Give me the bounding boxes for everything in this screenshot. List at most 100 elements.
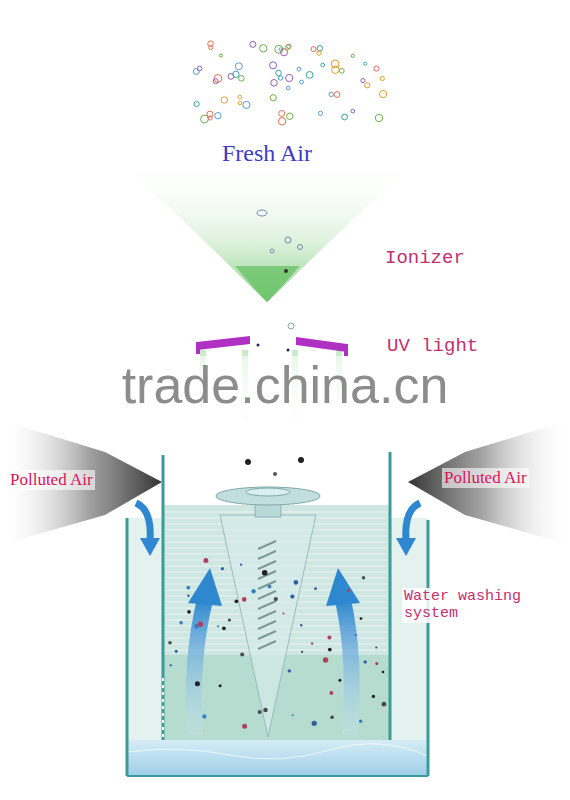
uv-light-part: [296, 337, 347, 352]
air-bubble: [238, 101, 242, 105]
particle: [217, 625, 219, 627]
air-bubble: [271, 80, 278, 87]
air-flow-arrows-part: [136, 503, 150, 540]
water-tank-part: [162, 678, 164, 740]
ionizer-funnel-part: [257, 210, 267, 216]
air-bubble: [208, 116, 212, 120]
air-flow-arrows-part: [343, 600, 352, 735]
air-bubble: [213, 79, 218, 84]
air-bubble: [235, 63, 242, 70]
particle: [251, 589, 255, 593]
particle: [362, 576, 365, 579]
particle: [219, 684, 222, 687]
particle: [179, 621, 183, 625]
ionizer-funnel-part: [285, 237, 291, 243]
air-bubble: [380, 91, 387, 98]
air-bubble: [287, 113, 293, 119]
spiral-blade: [258, 631, 276, 639]
particle: [288, 669, 291, 672]
particle: [375, 662, 378, 665]
uv-light-part: [288, 323, 294, 329]
particle: [382, 702, 387, 707]
particle: [311, 642, 313, 644]
cyclone-cone-part: [220, 515, 316, 737]
air-bubble: [270, 62, 277, 69]
spiral-blade: [258, 581, 276, 589]
water-tank: [127, 452, 428, 776]
particle: [258, 710, 262, 714]
spiral-blade: [258, 561, 276, 569]
ionizer-funnel-part: [200, 236, 335, 302]
air-bubble: [351, 54, 354, 57]
air-bubble: [306, 72, 313, 79]
air-bubble: [243, 101, 250, 108]
polluted-air-label: Polluted Air: [442, 468, 529, 488]
watermark: trade.china.cn: [120, 356, 451, 416]
air-bubble: [239, 76, 245, 82]
water-tank-part: [127, 744, 428, 759]
particle: [314, 587, 317, 590]
air-flow-arrows-part: [188, 568, 222, 606]
particle: [312, 721, 317, 726]
uv-light-part: [287, 349, 290, 352]
particle: [187, 610, 191, 614]
particle: [273, 472, 277, 476]
air-bubble: [279, 111, 285, 117]
particle: [222, 626, 226, 630]
particle: [338, 679, 341, 682]
air-flow-arrows: [136, 503, 420, 735]
particle: [202, 714, 206, 718]
air-bubble: [317, 46, 322, 51]
air-bubble: [221, 97, 227, 103]
water-tank-part: [162, 455, 165, 740]
particle: [175, 650, 178, 653]
air-bubble: [334, 92, 340, 98]
uv-light-part: [344, 344, 348, 356]
air-bubble: [365, 83, 370, 88]
particle: [292, 714, 294, 716]
air-bubble: [375, 114, 382, 121]
air-bubble: [311, 47, 316, 52]
spiral-blade: [258, 541, 276, 549]
air-bubble: [361, 79, 365, 83]
air-bubble: [201, 115, 209, 123]
ionizer-funnel-part: [298, 245, 303, 250]
ionizer-funnel: [130, 170, 405, 302]
particle: [262, 570, 268, 576]
air-bubble: [364, 62, 367, 65]
polluted-air-label: Polluted Air: [8, 470, 95, 490]
air-bubble: [250, 41, 256, 47]
particle: [245, 459, 251, 465]
cyclone-cone: [216, 487, 320, 737]
air-bubble: [260, 45, 267, 52]
air-bubble: [339, 68, 344, 73]
particle: [268, 585, 272, 589]
spiral-blade: [258, 621, 276, 629]
particle: [240, 653, 244, 657]
water-tank-part: [427, 520, 430, 776]
particle: [186, 586, 190, 590]
spiral-blade: [258, 641, 276, 649]
ionizer-funnel-part: [270, 249, 274, 253]
cyclone-cone-part: [258, 541, 276, 649]
air-bubble: [233, 71, 239, 77]
air-flow-arrows-part: [326, 568, 360, 606]
ionizer-funnel-part: [130, 170, 405, 302]
air-bubble: [278, 118, 285, 125]
pollutant-particles: [168, 457, 386, 729]
spiral-blade: [258, 611, 276, 619]
spiral-blade: [258, 601, 276, 609]
air-bubble: [270, 95, 276, 101]
water-tank-part: [389, 452, 392, 740]
particle: [323, 657, 328, 662]
ionizer-funnel-part: [165, 202, 370, 302]
uv-light-label: UV light: [385, 336, 480, 358]
air-bubble: [238, 95, 242, 99]
particle: [375, 646, 377, 648]
air-bubble: [286, 86, 290, 90]
air-flow-arrows-part: [396, 538, 416, 556]
particle: [360, 617, 363, 620]
particle: [170, 664, 172, 666]
air-bubble: [321, 63, 325, 67]
particle: [290, 595, 294, 599]
